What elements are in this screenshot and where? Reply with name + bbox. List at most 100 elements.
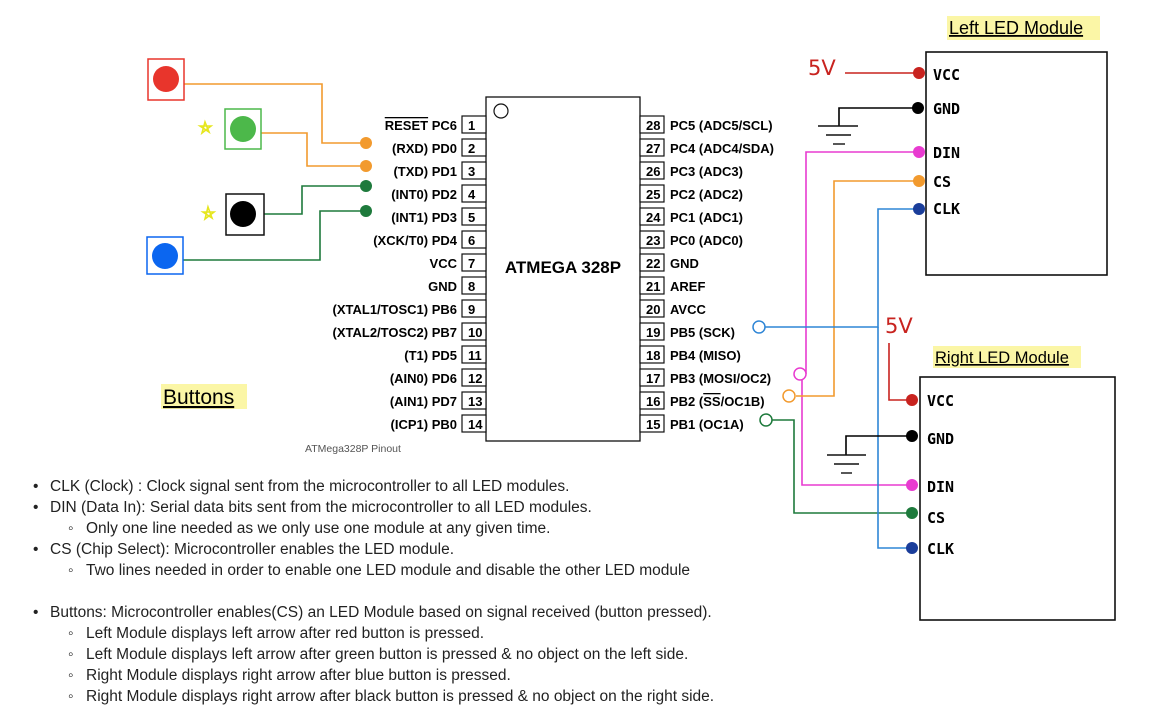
pd2-dot: [360, 180, 372, 192]
left-cs-dot: [913, 175, 925, 187]
module-title-highlight: [933, 346, 1081, 368]
right-module-title: Right LED Module: [935, 349, 1069, 367]
ground-symbol-icon: [827, 454, 866, 474]
star-icon: [197, 119, 214, 136]
pin-label: (INT1) PD3: [391, 210, 457, 225]
pin-label: (RXD) PD0: [392, 141, 457, 156]
left-5v-label: 5V: [808, 56, 836, 80]
pin-label: (TXD) PD1: [393, 164, 457, 179]
left-cs-label: CS: [933, 173, 951, 191]
chip-pin-right: 26 PC3 (ADC3): [639, 161, 743, 180]
chip-pin-left: 13 (AIN1) PD7: [390, 391, 487, 410]
button-red[interactable]: [147, 58, 185, 101]
pin-label: (AIN1) PD7: [390, 394, 457, 409]
pin-label: (XCK/T0) PD4: [373, 233, 458, 248]
pin-label: PC1 (ADC1): [670, 210, 743, 225]
pin-number: 13: [468, 394, 482, 409]
chip-pin-right: 15 PB1 (OC1A): [639, 414, 744, 433]
wire-gnd-right: [845, 435, 912, 455]
note-bullet: DIN (Data In): Serial data bits sent fro…: [30, 497, 930, 518]
buttons-label-highlight: [161, 384, 247, 409]
note-subbullet: Only one line needed as we only use one …: [30, 518, 930, 539]
left-din-dot: [913, 146, 925, 158]
pin-number: 2: [468, 141, 475, 156]
note-bullet: CLK (Clock) : Clock signal sent from the…: [30, 476, 930, 497]
pin-number: 5: [468, 210, 475, 225]
pin-number: 19: [646, 325, 660, 340]
red-button-icon[interactable]: [153, 66, 179, 92]
pin-label: (AIN0) PD6: [390, 371, 457, 386]
pin-number: 28: [646, 118, 660, 133]
pin-number: 9: [468, 302, 475, 317]
note-subbullet: Left Module displays left arrow after gr…: [30, 644, 930, 665]
wire-black-to-pd2: [264, 185, 366, 215]
pin1-notch-icon: [493, 103, 509, 119]
left-module-title: Left LED Module: [949, 18, 1083, 38]
pin-label: PB4 (MISO): [670, 348, 741, 363]
pin-number: 12: [468, 371, 482, 386]
button-black[interactable]: [225, 193, 265, 236]
pin-number: 10: [468, 325, 482, 340]
left-gnd-label: GND: [933, 100, 960, 118]
chip-pin-left: 3(TXD) PD1: [393, 161, 487, 180]
pin-number: 26: [646, 164, 660, 179]
wire-5v-right: [888, 343, 912, 401]
pd3-dot: [360, 205, 372, 217]
ground-symbol-icon: [818, 125, 858, 145]
button-green[interactable]: [224, 108, 262, 150]
pin-label: PB5 (SCK): [670, 325, 735, 340]
pin-label: PC2 (ADC2): [670, 187, 743, 202]
chip-pin-right: 20 AVCC: [639, 299, 706, 318]
pb5-terminal: [752, 320, 766, 334]
module-title-highlight: [947, 16, 1100, 40]
pin-overline: RESET: [385, 118, 428, 133]
pin-label: PC4 (ADC4/SDA): [670, 141, 774, 156]
green-button-icon[interactable]: [230, 116, 256, 142]
black-button-icon[interactable]: [230, 201, 256, 227]
chip-pin-left: 9(XTAL1/TOSC1) PB6: [333, 299, 487, 318]
right-led-module: Right LED Module 5V VCC GND DIN CS CLK: [885, 314, 1116, 621]
note-subbullet: Right Module displays right arrow after …: [30, 686, 930, 707]
pin-number: 15: [646, 417, 660, 432]
pin-number: 27: [646, 141, 660, 156]
pd0-dot: [360, 137, 372, 149]
pin-number: 1: [468, 118, 475, 133]
pin-number: 24: [646, 210, 661, 225]
note-bullet: CS (Chip Select): Microcontroller enable…: [30, 539, 930, 560]
pin-label: PB1 (OC1A): [670, 417, 744, 432]
pin-label: PB3 (MOSI/OC2): [670, 371, 771, 386]
chip-pin-right: 19 PB5 (SCK): [639, 322, 735, 341]
pin-number: 20: [646, 302, 660, 317]
pin-label: AVCC: [670, 302, 706, 317]
pin-number: 17: [646, 371, 660, 386]
pin-label: AREF: [670, 279, 705, 294]
pin-label: PC3 (ADC3): [670, 164, 743, 179]
blue-button-icon[interactable]: [152, 243, 178, 269]
chip-pin-right: 21 AREF: [639, 276, 705, 295]
pb1-terminal: [759, 413, 773, 427]
button-blue[interactable]: [146, 236, 184, 275]
pin-label: (T1) PD5: [404, 348, 457, 363]
pin-number: 21: [646, 279, 660, 294]
chip-pin-right: 17 PB3 (MOSI/OC2): [639, 368, 771, 387]
right-5v-label: 5V: [885, 314, 913, 338]
chip-caption: ATMega328P Pinout: [305, 443, 401, 455]
pin-label: VCC: [430, 256, 458, 271]
right-cs-label: CS: [927, 509, 945, 527]
right-module-body: [919, 376, 1116, 621]
pb2-terminal: [782, 389, 796, 403]
right-gnd-label: GND: [927, 430, 954, 448]
note-subbullet: Left Module displays left arrow after re…: [30, 623, 930, 644]
pin-number: 4: [468, 187, 476, 202]
chip-pin-right: 24 PC1 (ADC1): [639, 207, 743, 226]
chip-pin-left: 11(T1) PD5: [404, 345, 487, 364]
right-clk-label: CLK: [927, 540, 954, 558]
note-subbullet: Right Module displays right arrow after …: [30, 665, 930, 686]
pin-label: PC5 (ADC5/SCL): [670, 118, 773, 133]
